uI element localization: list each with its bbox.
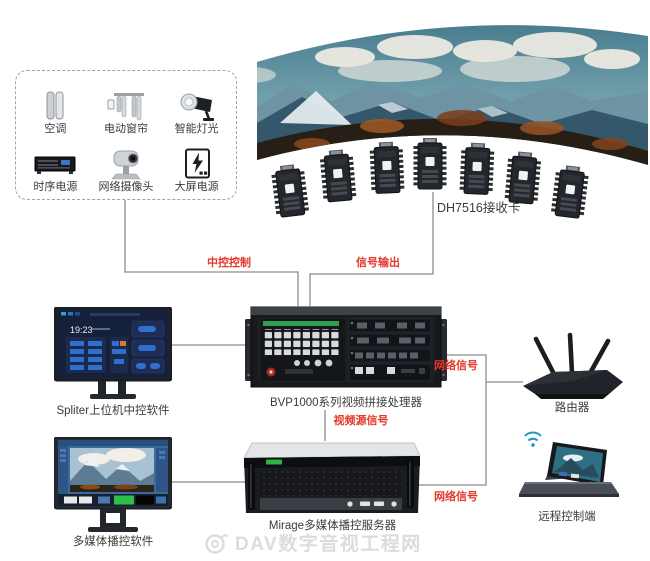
video-processor-label: BVP1000系列视频拼接处理器 <box>269 397 423 409</box>
device-label: 智能灯光 <box>174 123 219 135</box>
device-label: 大屏电源 <box>174 181 219 193</box>
link-label-video-source: 视频源信号 <box>333 415 389 427</box>
router-body <box>523 332 623 399</box>
media-server <box>238 440 421 520</box>
clouds <box>257 32 640 83</box>
receiver-cards-svg <box>265 132 595 224</box>
watermark-logo-icon <box>205 533 228 554</box>
air-conditioner-icon <box>46 91 64 120</box>
device-air-conditioner: 空调 <box>20 77 91 135</box>
network-camera-icon <box>111 150 141 180</box>
router-antennas <box>533 332 611 379</box>
smart-light-icon <box>180 93 214 121</box>
watermark: DAV数字音视工程网 <box>203 529 422 556</box>
screen-power-icon <box>184 148 210 179</box>
device-label: 时序电源 <box>33 181 78 193</box>
control-monitor-screen: 19:23 <box>53 306 173 399</box>
media-server-label: Mirage多媒体播控服务器 <box>268 520 397 532</box>
link-label-network-top: 网络信号 <box>434 360 478 372</box>
video-processor-chassis <box>245 306 447 388</box>
video-wall-screen <box>257 25 648 166</box>
media-monitor-label: 多媒体播控软件 <box>72 536 154 548</box>
receiver-card <box>273 163 307 217</box>
screen-clock: 19:23 <box>70 325 93 335</box>
media-monitor-screen <box>53 436 173 532</box>
line-processor-to-server-network <box>419 354 487 486</box>
snow-peak <box>280 91 352 125</box>
device-screen-power: 大屏电源 <box>161 135 232 193</box>
autumn-trees <box>294 110 628 150</box>
line-controlbox-to-processor <box>124 200 299 306</box>
device-electric-curtain: 电动窗帘 <box>91 77 162 135</box>
tablet-body <box>519 431 619 497</box>
control-monitor: 19:23 <box>53 306 173 405</box>
server-logo <box>266 459 282 465</box>
receiver-cards-label: DH7516接收卡 <box>437 201 521 215</box>
control-ui: 19:23 <box>61 312 165 374</box>
remote-tablet <box>515 420 623 507</box>
receiver-card <box>416 138 444 189</box>
router-label: 路由器 <box>554 402 590 414</box>
preview-photo <box>70 448 154 492</box>
wifi-icon <box>524 431 542 447</box>
remote-tablet-label: 远程控制端 <box>538 511 596 523</box>
device-smart-light: 智能灯光 <box>161 77 232 135</box>
device-label: 空调 <box>44 123 67 135</box>
video-wall <box>250 5 650 180</box>
receiver-card <box>462 142 492 194</box>
link-label-signal-output: 信号输出 <box>356 257 400 269</box>
media-server-chassis <box>243 442 421 513</box>
video-processor <box>245 305 447 398</box>
receiver-card <box>322 149 354 202</box>
router <box>515 330 630 407</box>
receiver-cards <box>265 132 595 229</box>
receiver-card <box>372 141 402 193</box>
sequential-power-icon <box>34 156 76 174</box>
device-network-camera: 网络摄像头 <box>91 135 162 193</box>
link-label-network-bottom: 网络信号 <box>434 491 478 503</box>
device-sequential-power: 时序电源 <box>20 135 91 193</box>
watermark-text: DAV数字音视工程网 <box>235 534 422 555</box>
line-cards-to-processor <box>309 192 434 306</box>
receiver-card <box>553 164 587 218</box>
media-monitor <box>53 436 173 538</box>
device-label: 网络摄像头 <box>98 181 154 193</box>
control-monitor-label: Spliter上位机中控软件 <box>56 405 170 417</box>
io-card-slots <box>348 318 432 382</box>
device-label: 电动窗帘 <box>103 123 148 135</box>
link-label-central-control: 中控控制 <box>207 257 251 269</box>
electric-curtain-icon <box>107 93 144 121</box>
peripherals-box: 空调 电动窗帘 智能灯光 <box>15 70 237 200</box>
